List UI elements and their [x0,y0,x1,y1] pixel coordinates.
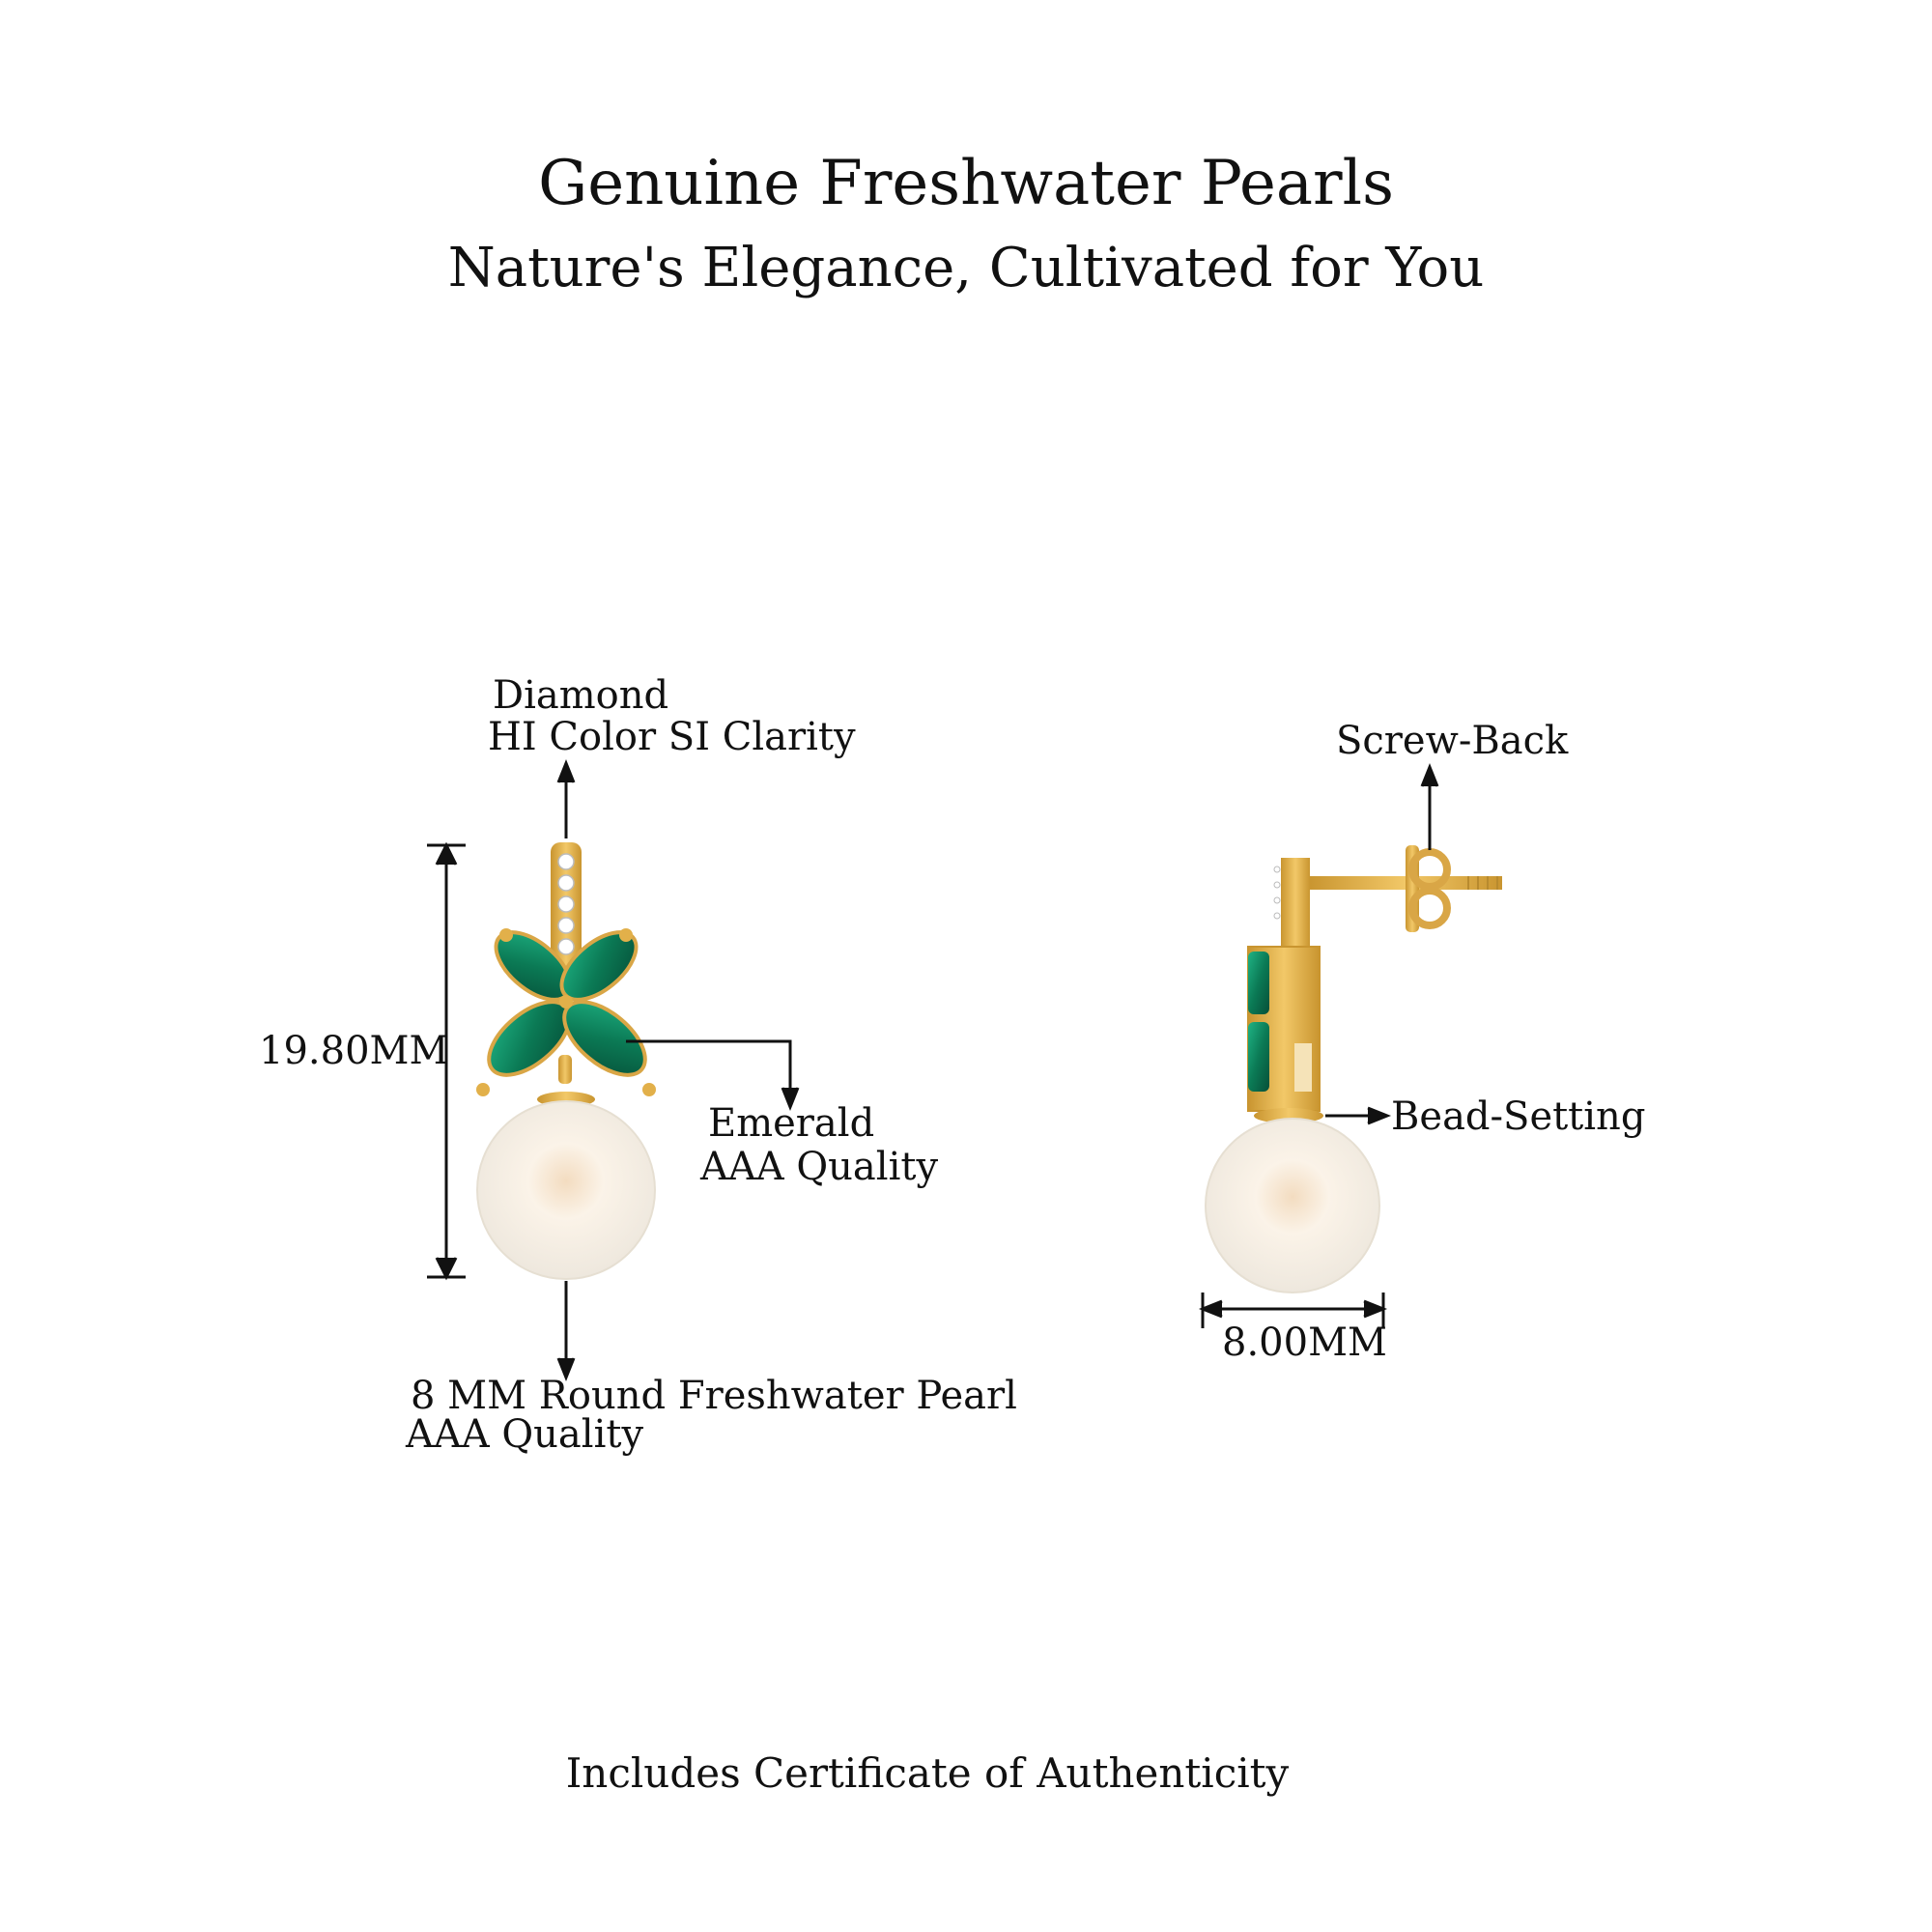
height-dimension-label: 19.80MM [259,1029,449,1073]
certificate-text: Includes Certificate of Authenticity [565,1749,1290,1797]
emerald-quality-label: AAA Quality [700,1145,939,1189]
diamond-stones [557,853,575,955]
diamond-label: Diamond [493,673,669,718]
pearl-label: 8 MM Round Freshwater Pearl [411,1374,1017,1418]
width-dimension-label: 8.00MM [1222,1321,1387,1365]
side-earring [1205,845,1502,1293]
front-earring [476,842,656,1280]
page-subtitle: Nature's Elegance, Cultivated for You [447,237,1485,299]
emerald-callout-line [626,1039,792,1101]
emerald-cluster [476,928,656,1096]
page-title: Genuine Freshwater Pearls [538,148,1394,219]
pearl-quality-label: AAA Quality [406,1412,644,1457]
screw-back [1406,845,1451,932]
screwback-label: Screw-Back [1336,719,1569,763]
front-pearl [476,1100,656,1280]
bead-setting-label: Bead-Setting [1391,1094,1646,1139]
side-pearl [1205,1118,1380,1293]
diamond-quality-label: HI Color SI Clarity [488,715,856,759]
emerald-label: Emerald [708,1101,875,1146]
